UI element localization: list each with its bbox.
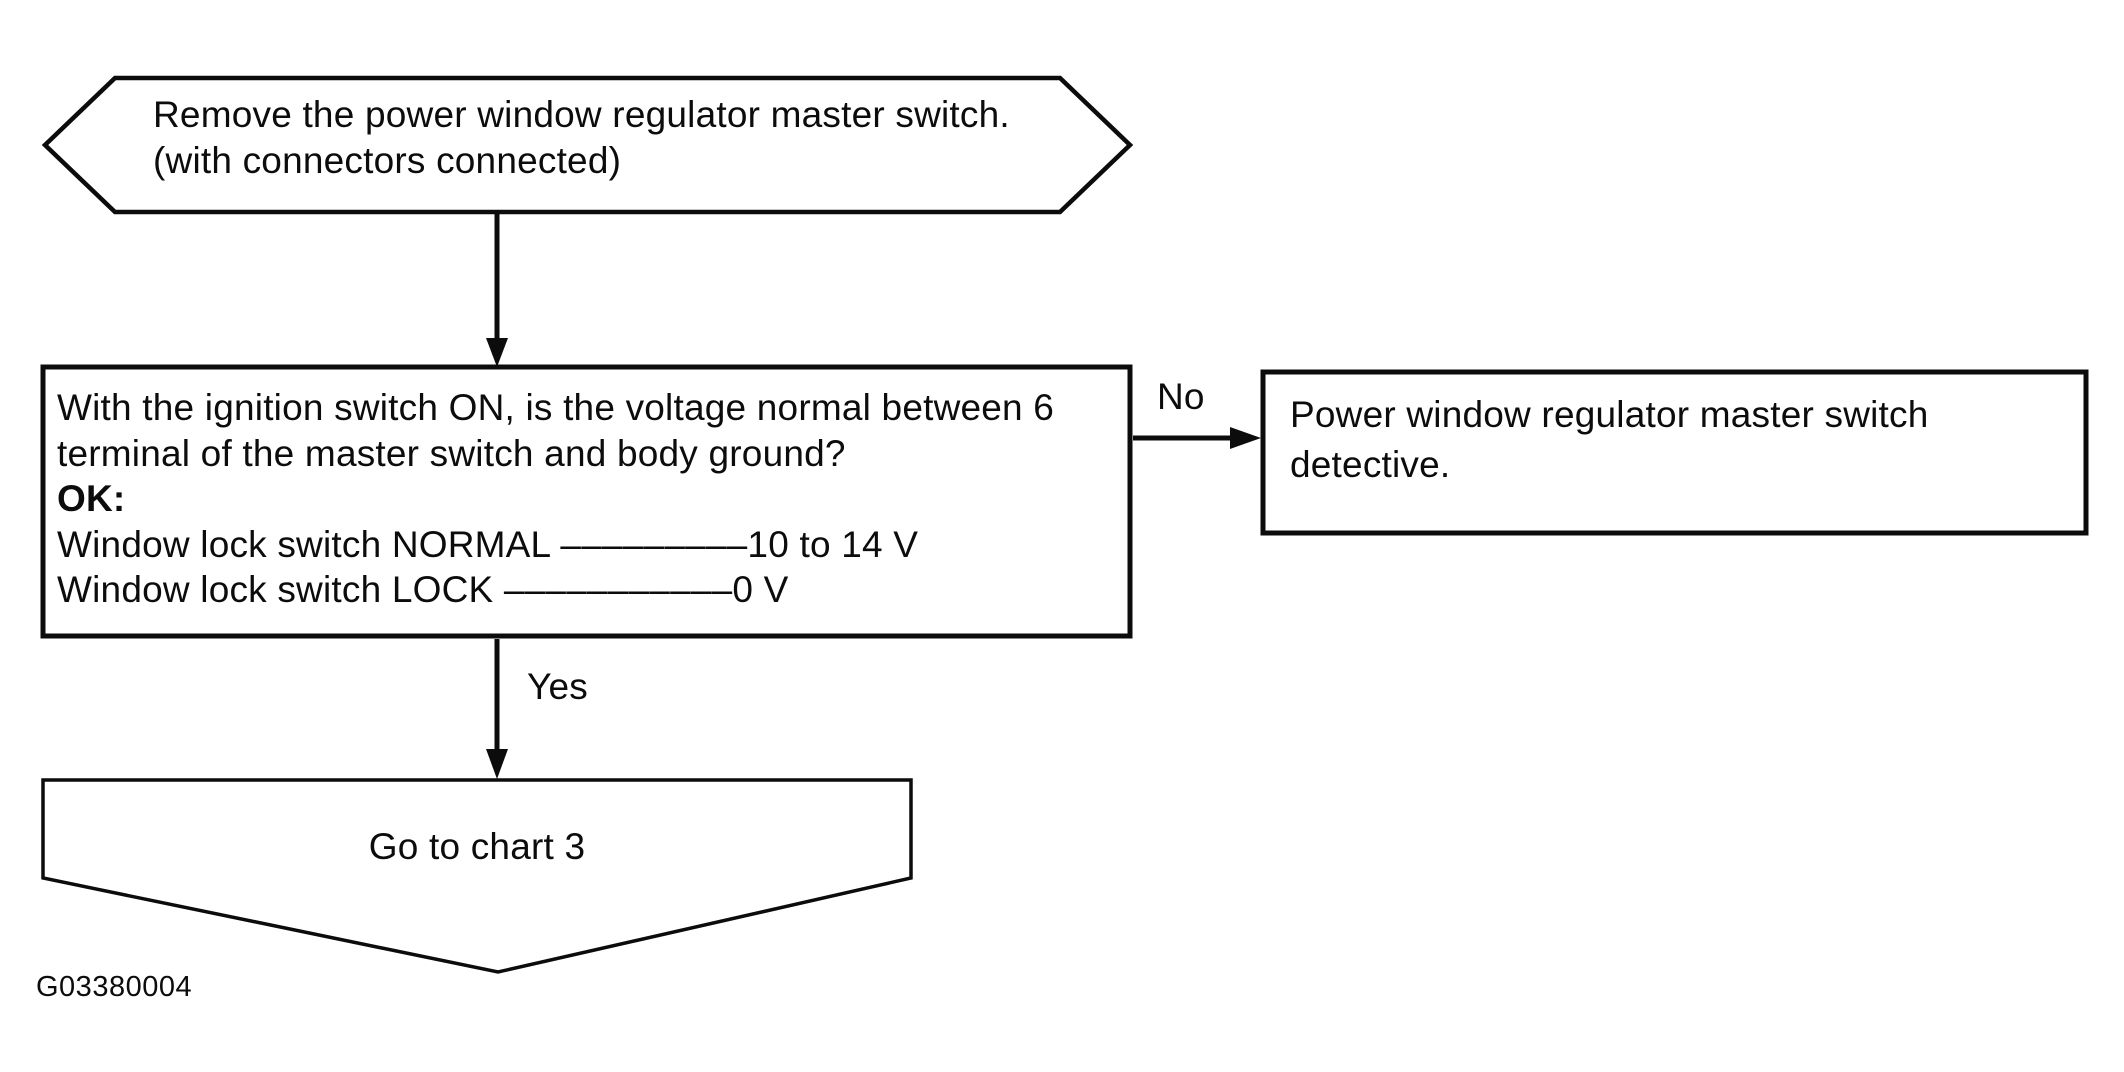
figure-id-label: G03380004 [36,971,193,1003]
decision-box-shape [40,364,1133,639]
decision-node-text: With the ignition switch ON, is the volt… [57,385,1054,613]
decision-question-line2: terminal of the master switch and body g… [57,432,846,474]
goto-chart-node-label: Go to chart 3 [368,826,586,867]
arrow-start-to-decision-head [486,338,508,367]
no-result-box-shape [1260,369,2089,536]
decision-question-line1: With the ignition switch ON, is the volt… [57,387,1055,428]
no-result-line2: detective. [1290,444,1451,485]
start-hexagon-shape [41,75,1134,215]
decision-spec-normal: Window lock switch NORMAL –––––––––10 to… [57,523,919,565]
decision-ok-heading: OK: [57,478,126,519]
start-node-line1: Remove the power window regulator master… [153,94,1010,135]
start-node-text: Remove the power window regulator master… [153,92,1010,184]
no-result-node-text: Power window regulator master switch det… [1290,390,1929,490]
yes-branch-label: Yes [527,666,588,707]
no-result-line1: Power window regulator master switch [1290,394,1929,435]
start-node-line2: (with connectors connected) [153,140,622,181]
goto-chart-pentagon-shape [41,778,913,974]
arrow-yes-branch-head [486,749,508,779]
decision-spec-lock: Window lock switch LOCK –––––––––––0 V [57,569,789,610]
no-branch-label: No [1157,376,1205,417]
arrow-no-branch-head [1230,427,1261,449]
